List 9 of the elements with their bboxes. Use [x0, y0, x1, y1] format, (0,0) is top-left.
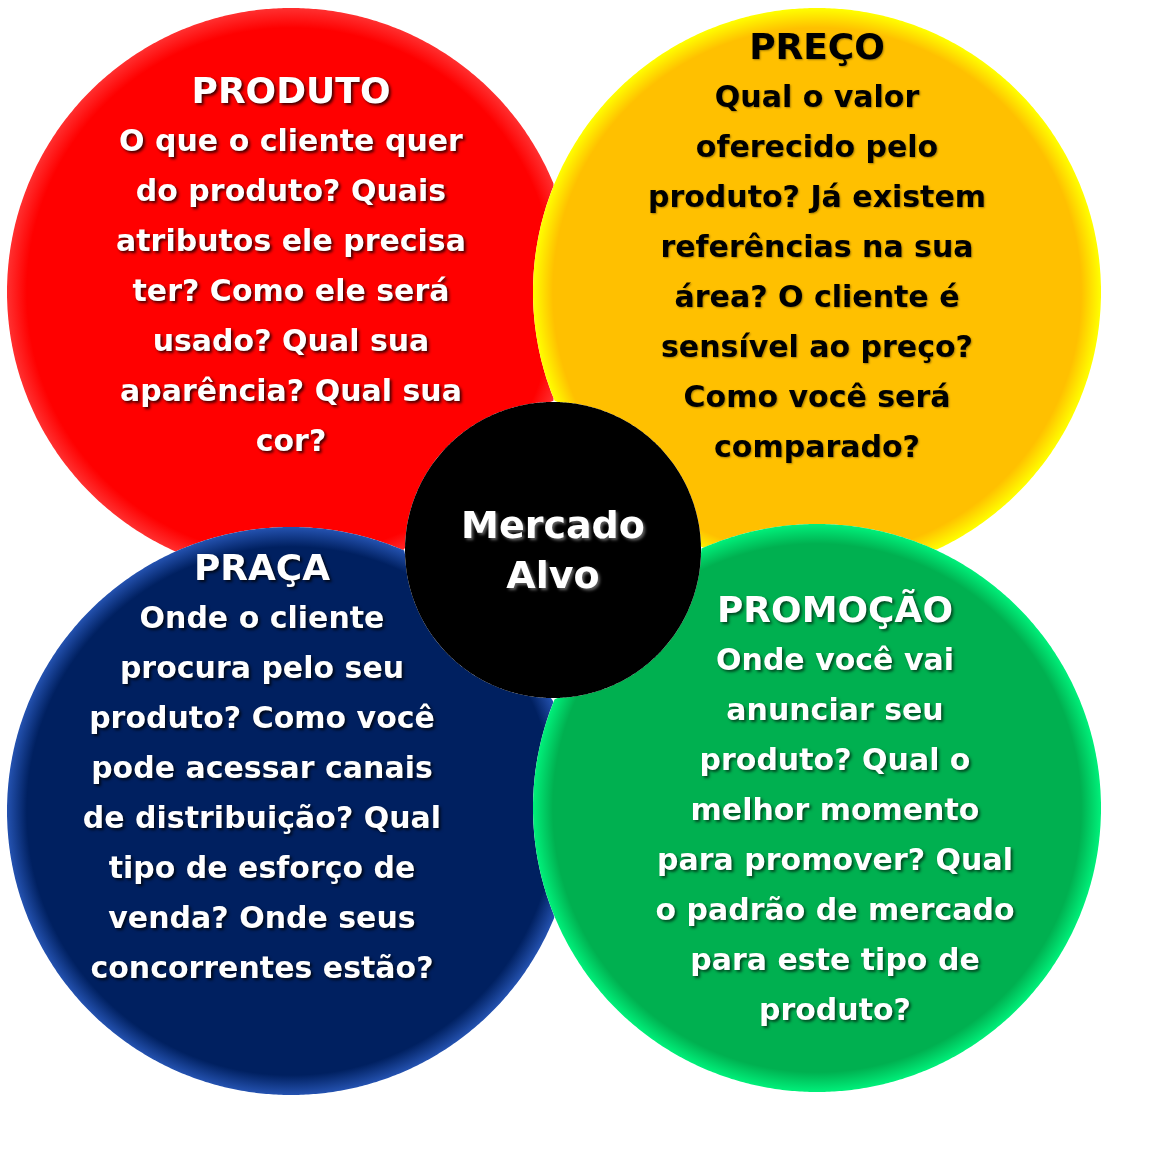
circle-heading: PRODUTO — [191, 69, 391, 113]
question-text: Onde o cliente procura pelo seu produto? Como você pode acessar canais de distribuição? Qual tipo de esforço de venda? Onde seus concorrentes estão? — [81, 599, 443, 987]
question-text: Qual o valor oferecido pelo produto? Já existem referências na sua área? O cliente é sensível ao preço? Como você será comparado? — [646, 78, 988, 466]
question-text: O que o cliente quer do produto? Quais atributos ele precisa ter? Como ele será usado? Qual sua aparência? Qual sua cor? — [115, 122, 467, 460]
center-label: Mercado Alvo — [460, 502, 646, 599]
circle-heading: PRAÇA — [193, 546, 331, 590]
circle-heading: PREÇO — [749, 25, 885, 69]
circle-heading: PROMOÇÃO — [717, 588, 953, 632]
question-text: Onde você vai anunciar seu produto? Qual o melhor momento para promover? Qual o padrão de mercado para este tipo de produto? — [654, 641, 1016, 1029]
